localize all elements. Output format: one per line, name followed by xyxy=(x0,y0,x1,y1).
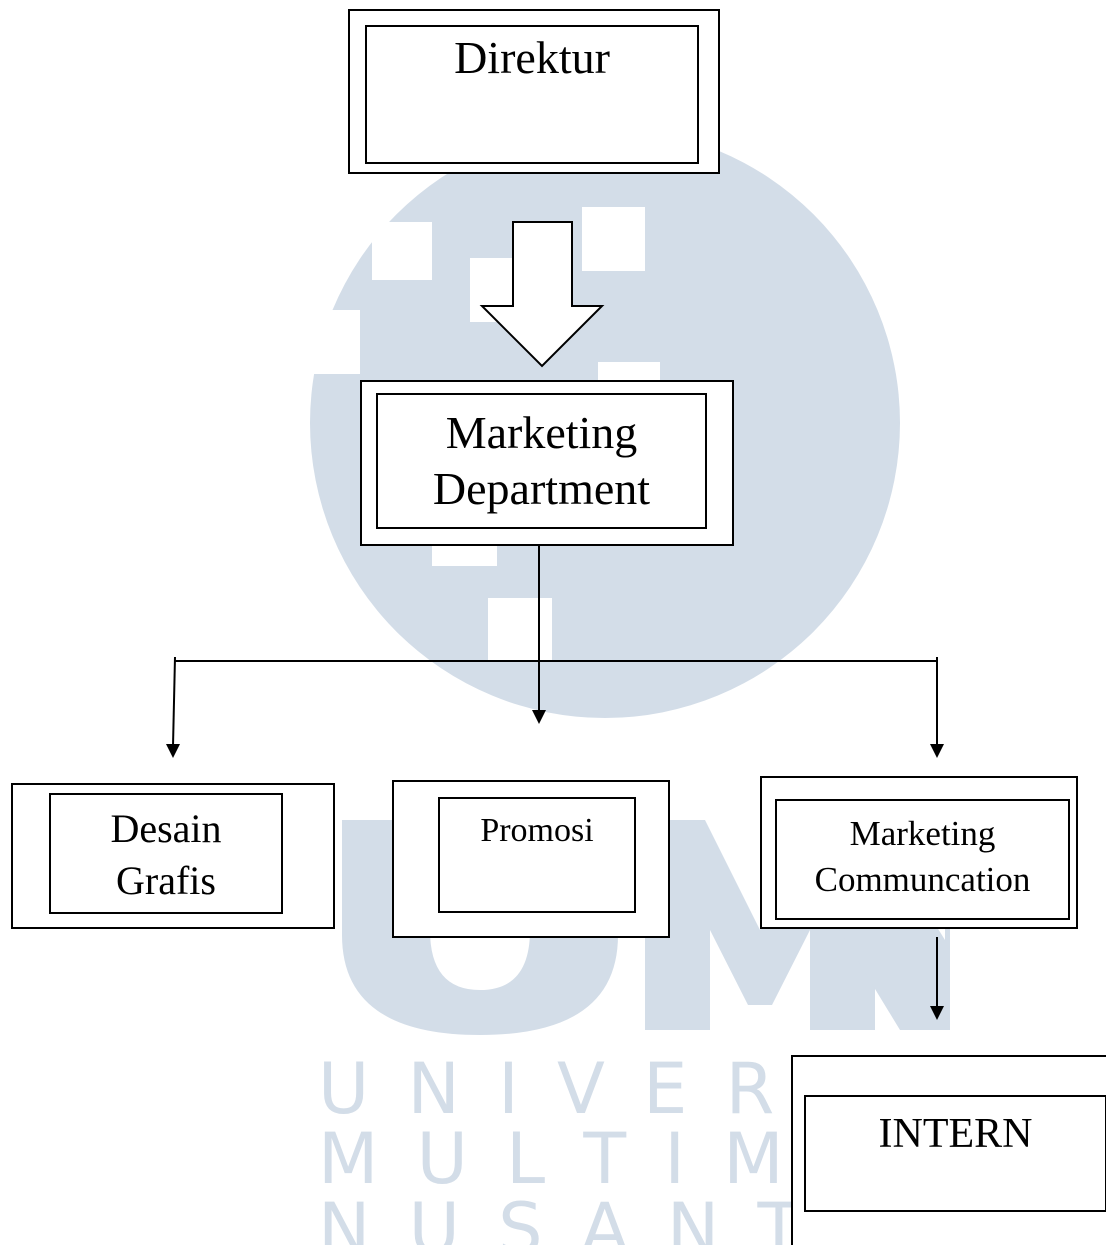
node-promosi: Promosi xyxy=(392,780,670,938)
node-marketing-communcation: Marketing Communcation xyxy=(760,776,1078,929)
node-intern-inner: INTERN xyxy=(804,1095,1106,1212)
node-direktur-label: Direktur xyxy=(454,32,610,83)
node-desain-grafis-label-1: Desain xyxy=(110,806,222,851)
node-marketing-department-label-1: Marketing xyxy=(445,407,638,458)
arrowhead-intern xyxy=(930,1006,944,1020)
node-intern: INTERN xyxy=(791,1055,1106,1245)
arrowhead-promosi xyxy=(532,710,546,724)
node-marketing-communcation-label-1: Marketing xyxy=(849,814,996,853)
node-marketing-department-inner: Marketing Department xyxy=(376,393,707,529)
connector-to-desain xyxy=(172,656,176,747)
node-marketing-communcation-inner: Marketing Communcation xyxy=(775,799,1070,920)
node-desain-grafis: Desain Grafis xyxy=(11,783,335,929)
node-promosi-label: Promosi xyxy=(480,812,594,849)
arrowhead-desain xyxy=(166,744,180,758)
node-intern-label: INTERN xyxy=(878,1111,1033,1157)
node-direktur: Direktur xyxy=(348,9,720,174)
node-desain-grafis-inner: Desain Grafis xyxy=(49,793,283,914)
node-desain-grafis-label-2: Grafis xyxy=(116,858,216,903)
node-marketing-department: Marketing Department xyxy=(360,380,734,546)
node-marketing-department-label-2: Department xyxy=(432,463,651,514)
arrowhead-marcom xyxy=(930,744,944,758)
node-promosi-inner: Promosi xyxy=(438,797,636,913)
node-marketing-communcation-label-2: Communcation xyxy=(814,860,1031,899)
node-direktur-inner: Direktur xyxy=(365,25,699,164)
block-arrow-direktur-to-marketing xyxy=(479,221,605,368)
